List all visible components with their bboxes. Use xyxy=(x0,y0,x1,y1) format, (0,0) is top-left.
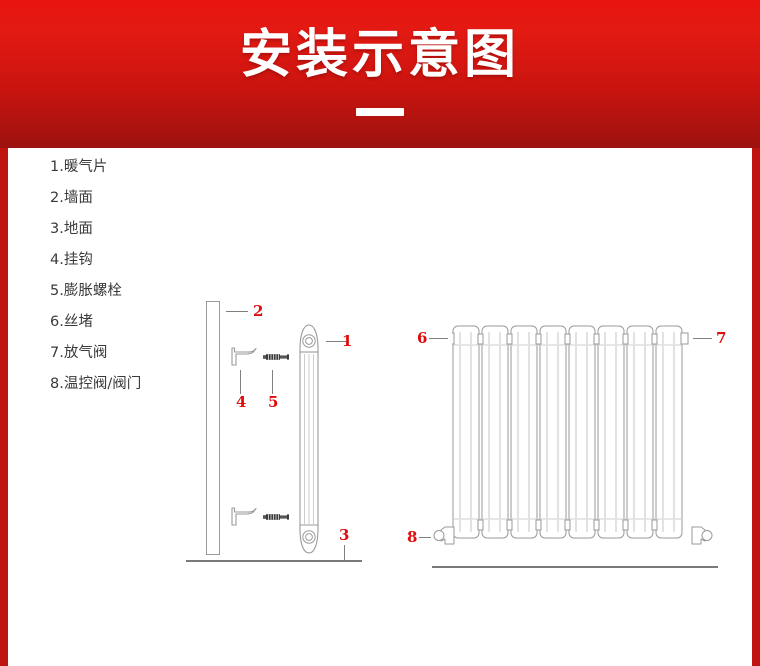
divider-dash-icon xyxy=(356,108,404,116)
wall-hook-icon-upper xyxy=(231,347,257,366)
list-item: 8.温控阀/阀门 xyxy=(50,376,142,392)
thermostatic-valve-icon-right xyxy=(691,526,713,545)
thermostatic-valve-icon-left xyxy=(433,526,455,545)
header-banner: 安装示意图 xyxy=(0,0,760,148)
callout-label-4: 4 xyxy=(236,393,247,411)
legend-list: 1.暖气片 2.墙面 3.地面 4.挂钩 5.膨胀螺栓 6.丝堵 7.放气阀 8… xyxy=(50,160,190,408)
list-item: 2.墙面 xyxy=(50,190,93,206)
floor-line-right xyxy=(432,566,718,568)
leader-line-hook xyxy=(240,370,241,394)
leader-line-plug-left xyxy=(429,338,448,339)
callout-label-7: 7 xyxy=(716,329,727,347)
leader-line-bolt xyxy=(272,370,273,394)
radiator-side-view xyxy=(299,324,319,554)
wall-shape xyxy=(206,301,220,555)
leader-line-air-vent xyxy=(693,338,712,339)
leader-line-wall xyxy=(226,311,248,312)
callout-label-2: 2 xyxy=(253,302,264,320)
callout-label-5: 5 xyxy=(268,393,279,411)
expansion-bolt-icon-upper xyxy=(263,354,289,360)
floor-line xyxy=(186,560,362,562)
callout-label-8: 8 xyxy=(407,528,418,546)
list-item: 7.放气阀 xyxy=(50,345,108,361)
list-item: 4.挂钩 xyxy=(50,252,93,268)
callout-label-1: 1 xyxy=(342,332,353,350)
list-item: 6.丝堵 xyxy=(50,314,93,330)
list-item: 3.地面 xyxy=(50,221,93,237)
list-item: 1.暖气片 xyxy=(50,159,108,175)
right-red-border xyxy=(752,148,760,666)
leader-line-valve xyxy=(419,537,431,538)
leader-line-radiator xyxy=(326,341,348,342)
radiator-front-view xyxy=(452,325,689,539)
callout-label-3: 3 xyxy=(339,526,350,544)
page-title: 安装示意图 xyxy=(239,25,520,85)
left-red-border xyxy=(0,148,8,666)
leader-line-floor xyxy=(344,545,345,560)
expansion-bolt-icon-lower xyxy=(263,514,289,520)
callout-label-6: 6 xyxy=(417,329,428,347)
wall-hook-icon-lower xyxy=(231,507,257,526)
list-item: 5.膨胀螺栓 xyxy=(50,283,122,299)
